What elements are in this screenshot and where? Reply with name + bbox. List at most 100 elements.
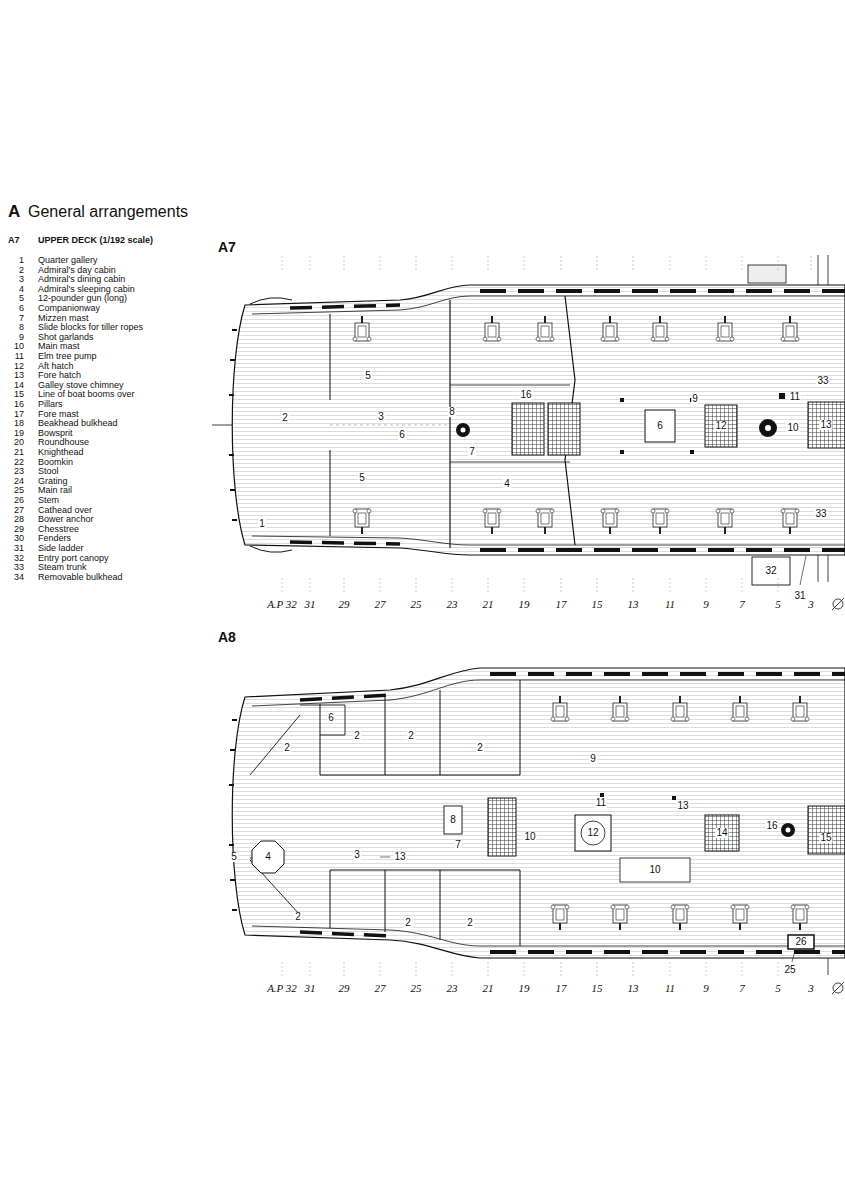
- callout-number: 2: [466, 918, 474, 928]
- callout-number: 2: [353, 731, 361, 741]
- key-number: 5: [8, 294, 24, 304]
- callout-number: 31: [793, 591, 806, 601]
- callout-number: 4: [264, 852, 272, 862]
- frame-number: 21: [482, 983, 495, 994]
- key-text: 12-pounder gun (long): [38, 294, 127, 304]
- key-text: Knighthead: [38, 448, 84, 458]
- frame-number: 25: [410, 983, 423, 994]
- key-text: Entry port canopy: [38, 554, 109, 564]
- callout-number: 8: [449, 815, 457, 825]
- frame-number: 29: [338, 599, 351, 610]
- callout-number: 2: [294, 912, 302, 922]
- callout-number: 10: [786, 423, 799, 433]
- key-number: 32: [8, 554, 24, 564]
- key-text: Fenders: [38, 534, 71, 544]
- key-text: Admiral's day cabin: [38, 266, 116, 276]
- key-number: 15: [8, 390, 24, 400]
- key-number: 20: [8, 438, 24, 448]
- key-number: 23: [8, 467, 24, 477]
- frame-number: 31: [304, 599, 317, 610]
- key-text: Aft hatch: [38, 362, 74, 372]
- callout-number: 2: [476, 743, 484, 753]
- callout-number: 16: [765, 821, 778, 831]
- frame-number: 23: [446, 983, 459, 994]
- key-text: Beakhead bulkhead: [38, 419, 118, 429]
- callout-number: 6: [327, 713, 335, 723]
- callout-number: 5: [358, 473, 366, 483]
- key-text: Bowsprit: [38, 429, 73, 439]
- key-text: Mizzen mast: [38, 314, 89, 324]
- key-text: Pillars: [38, 400, 63, 410]
- key-number: 18: [8, 419, 24, 429]
- title-letter: A: [8, 203, 20, 222]
- frame-number: 3: [807, 983, 815, 994]
- key-number: 8: [8, 323, 24, 333]
- key-text: Companionway: [38, 304, 100, 314]
- key-text: Bower anchor: [38, 515, 94, 525]
- key-text: Admiral's sleeping cabin: [38, 285, 135, 295]
- frame-number: 5: [774, 983, 782, 994]
- frame-number: 9: [702, 599, 710, 610]
- a8-hull: [229, 668, 845, 994]
- key-number: 27: [8, 506, 24, 516]
- key-text: Fore mast: [38, 410, 79, 420]
- callout-number: 13: [393, 852, 406, 862]
- frame-number: A.P 32: [266, 599, 298, 610]
- key-number: 3: [8, 275, 24, 285]
- key-text: Cathead over: [38, 506, 92, 516]
- callout-number: 3: [353, 850, 361, 860]
- callout-number: 25: [783, 965, 796, 975]
- callout-number: 33: [814, 509, 827, 519]
- section-heading: UPPER DECK (1/192 scale): [38, 236, 153, 246]
- callout-number: 26: [794, 937, 807, 947]
- key-text: Quarter gallery: [38, 256, 98, 266]
- callout-number: 8: [448, 407, 456, 417]
- frame-number: 23: [446, 599, 459, 610]
- callout-number: 14: [715, 828, 728, 838]
- frame-number: 27: [374, 983, 387, 994]
- key-number: 30: [8, 534, 24, 544]
- callout-number: 12: [714, 421, 727, 431]
- frame-number: 7: [738, 599, 746, 610]
- key-text: Main mast: [38, 342, 80, 352]
- frame-number: 15: [591, 983, 604, 994]
- key-number: 21: [8, 448, 24, 458]
- callout-number: 2: [404, 918, 412, 928]
- key-number: 11: [8, 352, 24, 362]
- callout-number: 33: [816, 376, 829, 386]
- key-text: Admiral's dining cabin: [38, 275, 125, 285]
- callout-number: 4: [503, 479, 511, 489]
- key-number: 10: [8, 342, 24, 352]
- key-number: 4: [8, 285, 24, 295]
- frame-number: 11: [664, 599, 676, 610]
- frame-number: 25: [410, 599, 423, 610]
- callout-number: 10: [523, 832, 536, 842]
- key-number: 14: [8, 381, 24, 391]
- callout-number: 16: [519, 390, 532, 400]
- key-text: Steam trunk: [38, 563, 87, 573]
- callout-number: 7: [468, 447, 476, 457]
- figure-label: A8: [218, 630, 236, 645]
- key-number: 28: [8, 515, 24, 525]
- frame-number: 17: [555, 599, 568, 610]
- frame-number: 31: [304, 983, 317, 994]
- frame-number: 17: [555, 983, 568, 994]
- key-number: 1: [8, 256, 24, 266]
- key-number: 17: [8, 410, 24, 420]
- key-number: 33: [8, 563, 24, 573]
- key-text: Galley stove chimney: [38, 381, 124, 391]
- figure-label: A7: [218, 240, 236, 255]
- frame-number: 13: [627, 983, 640, 994]
- key-text: Elm tree pump: [38, 352, 97, 362]
- key-text: Side ladder: [38, 544, 84, 554]
- key-text: Boomkin: [38, 458, 73, 468]
- callout-number: 3: [377, 412, 385, 422]
- key-text: Stool: [38, 467, 59, 477]
- callout-number: 7: [454, 840, 462, 850]
- callout-number: 6: [398, 430, 406, 440]
- callout-number: 11: [789, 392, 801, 402]
- key-text: Removable bulkhead: [38, 573, 123, 583]
- key-number: 19: [8, 429, 24, 439]
- key-text: Main rail: [38, 486, 72, 496]
